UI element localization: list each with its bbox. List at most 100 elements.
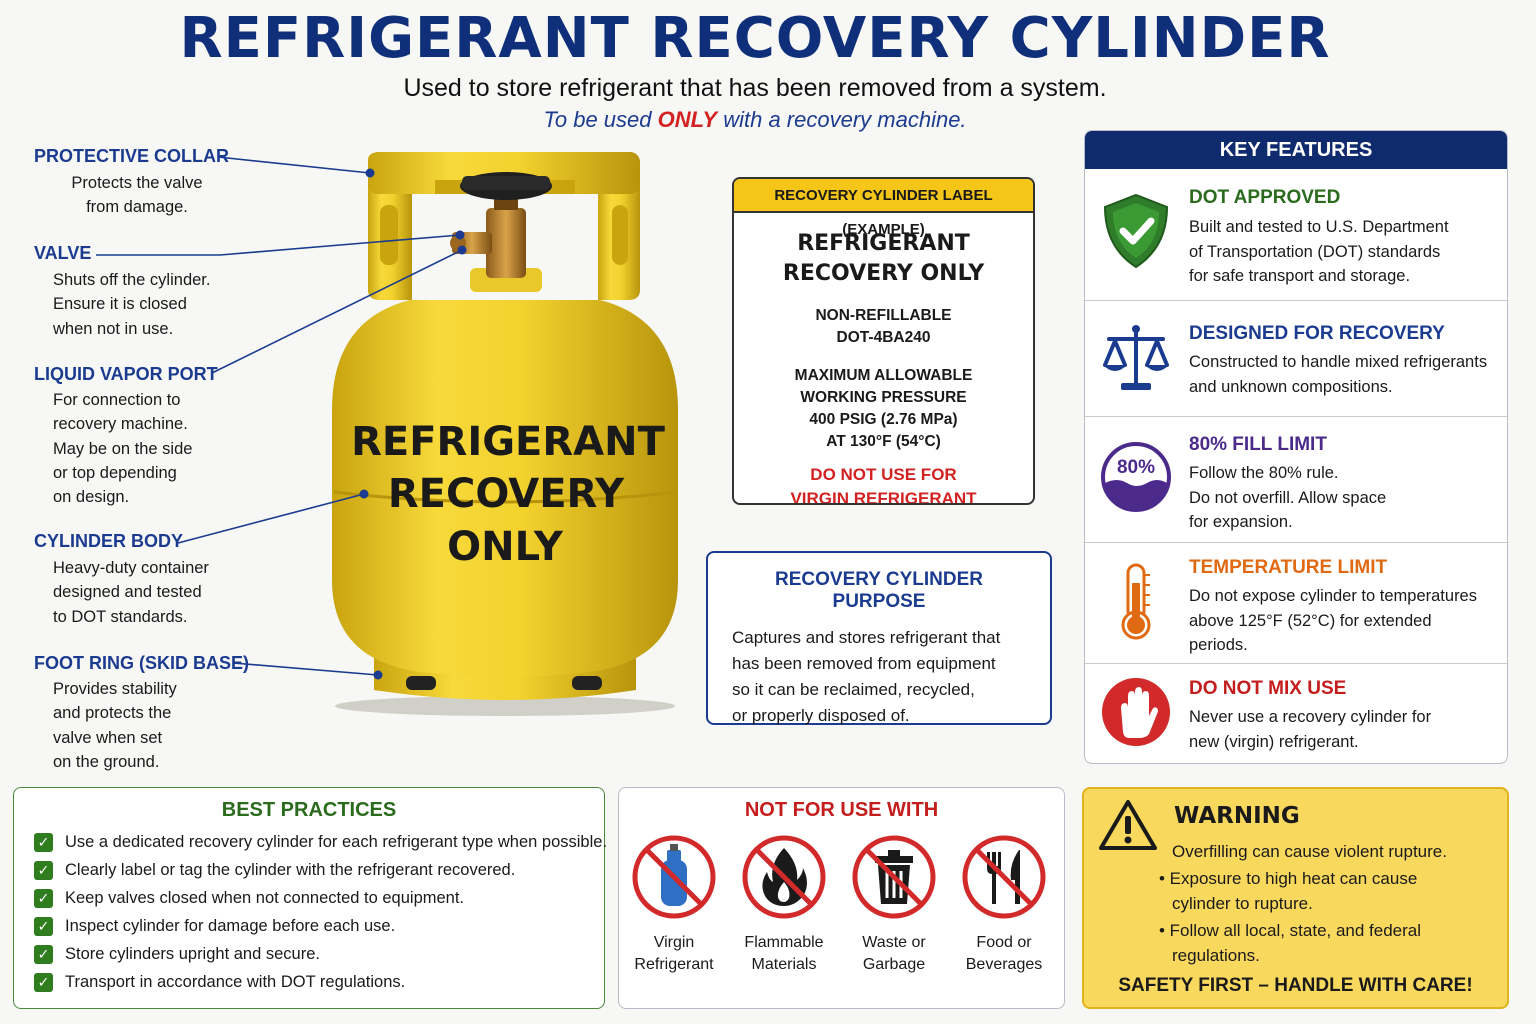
valve-handwheel-rim (462, 176, 550, 190)
best-practices-panel: BEST PRACTICES ✓Use a dedicated recovery… (13, 787, 607, 1009)
checkbox-checked-icon: ✓ (34, 916, 53, 936)
fork-knife-icon (962, 835, 1046, 919)
warning-line-4: • Follow all local, state, and federal (1159, 921, 1422, 940)
tagline-before: To be used (543, 107, 658, 132)
cylinder-text-line-1: REFRIGERANT (351, 419, 666, 465)
list-item-text: Clearly label or tag the cylinder with t… (65, 860, 516, 879)
callout-valve-title: VALVE (34, 243, 92, 263)
label-warning-line-2: VIRGIN REFRIGERANT (790, 489, 977, 505)
callout-foot-title: FOOT RING (SKID BASE) (34, 653, 249, 673)
page-subtitle: Used to store refrigerant that has been … (403, 74, 1107, 102)
list-item-text: Inspect cylinder for damage before each … (65, 916, 396, 935)
cylinder-text-line-3: ONLY (447, 524, 564, 570)
feature-desc-recovery: Constructed to handle mixed refrigerants… (1189, 353, 1488, 396)
leader-line-port (211, 249, 463, 374)
not-for-use-heading: NOT FOR USE WITH (744, 799, 939, 821)
checkbox-checked-icon: ✓ (34, 972, 53, 992)
warning-footer: SAFETY FIRST – HANDLE WITH CARE! (1118, 975, 1473, 996)
label-spec-refill: NON-REFILLABLE DOT-4BA240 (734, 305, 1033, 349)
purpose-panel: RECOVERY CYLINDER PURPOSE Captures and s… (706, 551, 1052, 725)
feature-title-fill: 80% FILL LIMIT (1189, 434, 1327, 455)
list-item-text: Use a dedicated recovery cylinder for ea… (65, 832, 608, 851)
feature-dot-approved: DOT APPROVED Built and tested to U.S. De… (1085, 169, 1507, 300)
list-item-text: Transport in accordance with DOT regulat… (65, 972, 406, 991)
warning-line-2: • Exposure to high heat can cause (1159, 869, 1418, 888)
list-item: ✓ Keep valves closed when not connected t… (34, 884, 607, 912)
feature-desc-fill: Follow the 80% rule.Do not overfill. All… (1189, 464, 1387, 531)
page-tagline: To be used ONLY with a recovery machine. (0, 107, 1510, 133)
cylinder-body (332, 300, 678, 677)
leader-dot-port (457, 245, 467, 255)
cylinder-text-line-2: RECOVERY (388, 471, 625, 517)
leader-dot-collar (365, 168, 375, 178)
fill-limit-icon: 80% (1101, 442, 1171, 512)
label-spec1-line-1: NON-REFILLABLE (815, 307, 952, 324)
label-spec2-line-2: WORKING PRESSURE (800, 389, 967, 406)
warning-panel: WARNING Overfilling can cause violent ru… (1082, 787, 1509, 1009)
checkbox-checked-icon: ✓ (34, 888, 53, 908)
checkbox-checked-icon: ✓ (34, 860, 53, 880)
flame-icon (742, 835, 826, 919)
svg-text:80%: 80% (1117, 457, 1155, 478)
callout-collar-title: PROTECTIVE COLLAR (34, 146, 230, 166)
label-spec1-line-2: DOT-4BA240 (836, 329, 931, 346)
list-item: ✓ Transport in accordance with DOT regula… (34, 968, 607, 996)
checkbox-checked-icon: ✓ (34, 944, 53, 964)
valve-body (486, 208, 526, 278)
foot-ring-hole-left (406, 676, 436, 690)
best-practices-heading: BEST PRACTICES (221, 799, 397, 821)
cylinder-shadow (335, 696, 675, 716)
leader-line-valve (96, 234, 461, 256)
callout-body-title: CYLINDER BODY (34, 531, 184, 551)
scales-icon (1103, 325, 1169, 390)
stop-hand-icon (1102, 678, 1170, 746)
leader-dot-valve (455, 230, 465, 240)
cylinder-illustration: REFRIGERANT RECOVERY ONLY (96, 152, 678, 716)
feature-title-dot: DOT APPROVED (1189, 187, 1341, 208)
warning-line-5: regulations. (1172, 946, 1260, 965)
leader-dot-foot (373, 670, 383, 680)
label-example-main: REFRIGERANT RECOVERY ONLY (734, 229, 1033, 289)
feature-do-not-mix: DO NOT MIX USE Never use a recovery cyli… (1085, 663, 1507, 763)
list-item-text: Keep valves closed when not connected to… (65, 888, 465, 907)
purpose-heading: RECOVERY CYLINDER PURPOSE (775, 569, 983, 612)
label-spec2-line-4: AT 130°F (54°C) (826, 433, 941, 450)
page-title: REFRIGERANT RECOVERY CYLINDER (179, 6, 1331, 71)
feature-temperature-limit: TEMPERATURE LIMIT Do not expose cylinder… (1085, 542, 1507, 663)
label-spec2-line-1: MAXIMUM ALLOWABLE (794, 367, 973, 384)
callout-port-title: LIQUID VAPOR PORT (34, 364, 218, 384)
list-item: ✓ Clearly label or tag the cylinder with … (34, 856, 607, 884)
leader-line-body (177, 493, 365, 544)
label-example-heading: RECOVERY CYLINDER LABEL (EXAMPLE) (734, 179, 1033, 238)
warning-line-1: Overfilling can cause violent rupture. (1172, 842, 1447, 861)
label-main-line-2: RECOVERY ONLY (782, 261, 985, 286)
label-example-panel: RECOVERY CYLINDER LABEL (EXAMPLE) REFRIG… (732, 177, 1035, 505)
label-spec2-line-3: 400 PSIG (2.76 MPa) (809, 411, 958, 428)
leader-line-foot (232, 662, 379, 676)
list-item: ✓Use a dedicated recovery cylinder for e… (34, 828, 607, 856)
label-warning-line-1: DO NOT USE FOR (810, 465, 957, 484)
leader-line-collar (217, 156, 371, 174)
warning-heading: WARNING (1174, 803, 1300, 829)
shield-check-icon (1103, 193, 1169, 269)
label-main-line-1: REFRIGERANT (797, 231, 970, 256)
cylinder-seam (333, 490, 677, 504)
feature-title-temperature: TEMPERATURE LIMIT (1189, 557, 1388, 578)
virgin-refrigerant-icon (632, 835, 716, 919)
list-item-text: Store cylinders upright and secure. (65, 944, 320, 963)
